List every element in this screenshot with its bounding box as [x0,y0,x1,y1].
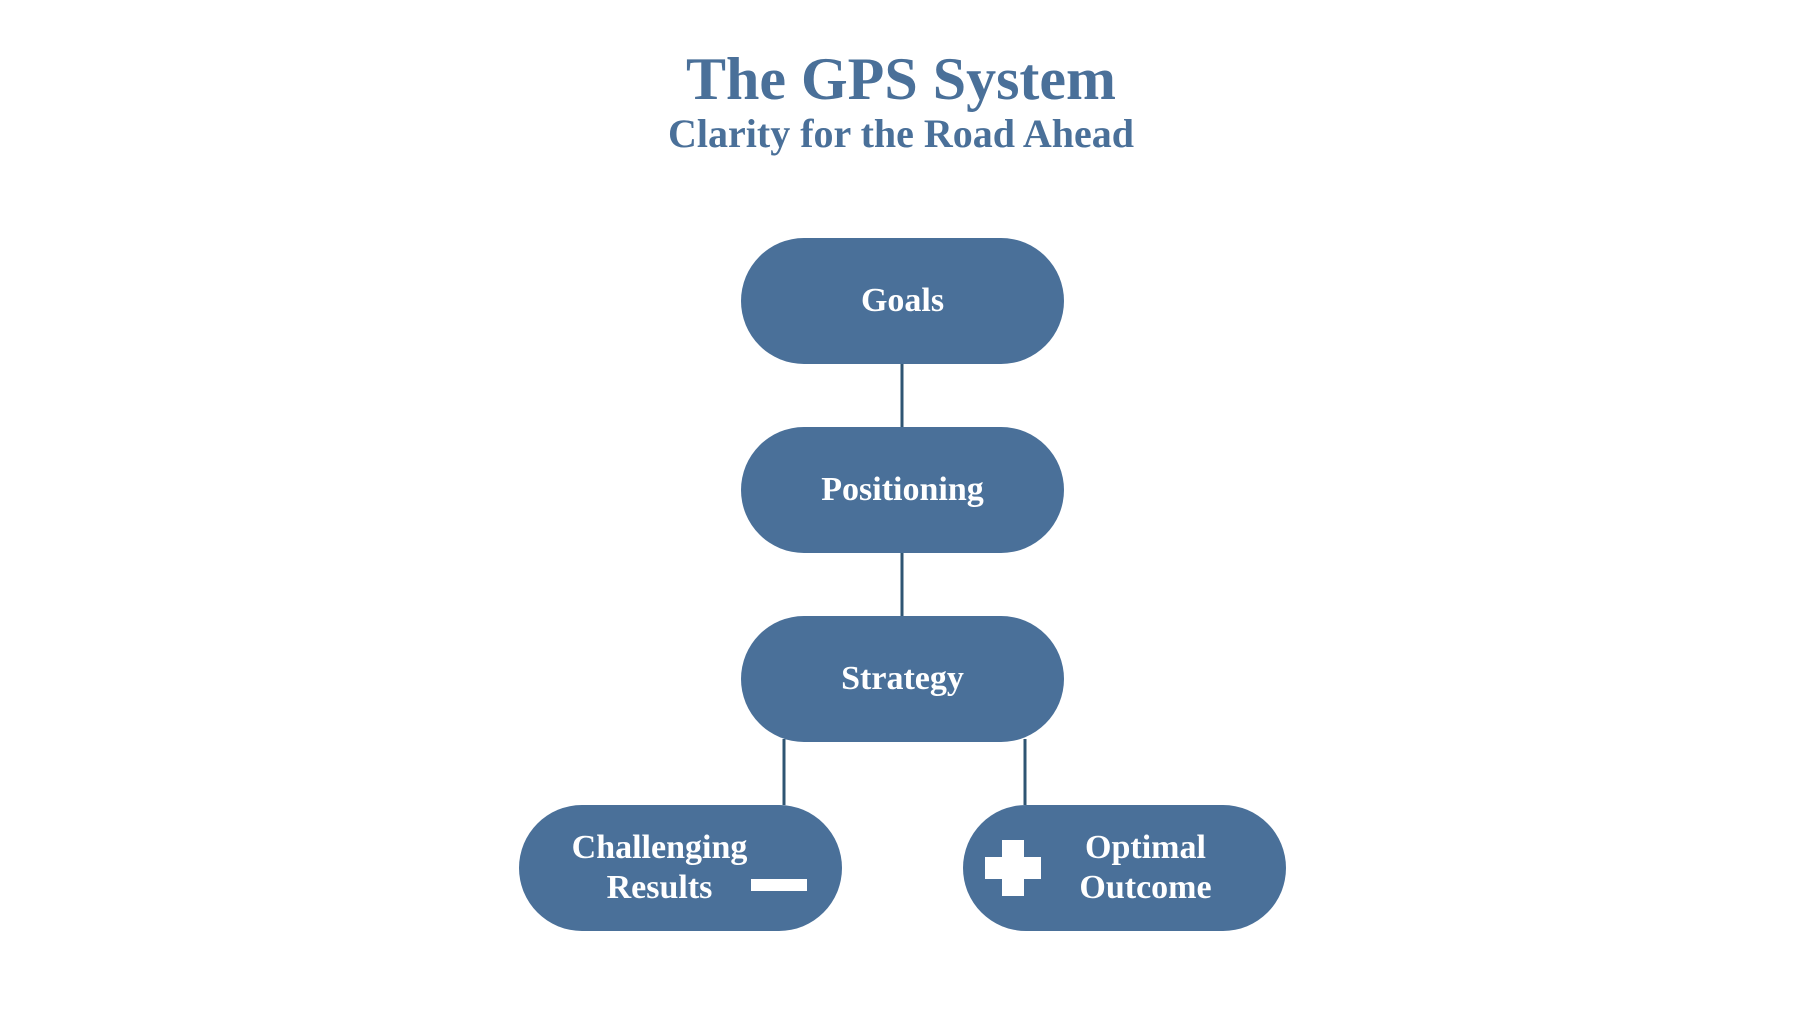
node-positioning-label: Positioning [821,471,984,508]
diagram-subtitle: Clarity for the Road Ahead [668,111,1134,156]
node-strategy-label: Strategy [841,660,964,697]
node-challenging-results: Challenging Results [519,805,842,931]
node-challenging-results-label: Challenging Results [571,829,748,906]
node-strategy: Strategy [741,616,1064,742]
node-goals-label: Goals [860,282,945,319]
node-goals: Goals [741,238,1064,364]
plus-icon [985,840,1041,896]
minus-icon [751,879,807,891]
diagram-title: The GPS System [685,46,1117,112]
node-optimal-outcome: Optimal Outcome [963,805,1286,931]
node-optimal-outcome-label: Optimal Outcome [1079,829,1212,906]
node-positioning: Positioning [741,427,1064,553]
